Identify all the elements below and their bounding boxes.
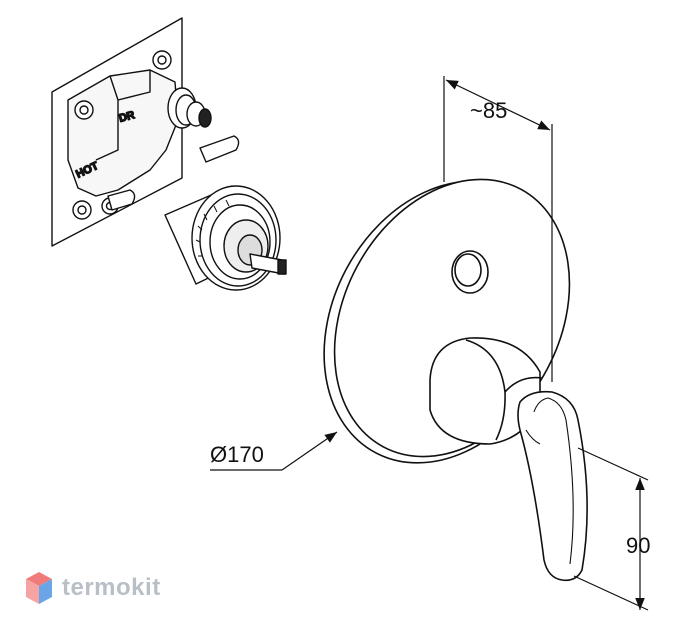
outlet-label: DR [118, 109, 137, 125]
inlet-stub [199, 135, 240, 163]
diameter-leader [281, 431, 338, 471]
depth-dimension-line [445, 79, 551, 131]
cartridge [164, 185, 287, 291]
mounting-screws [72, 50, 172, 220]
dimension-diameter [210, 431, 338, 471]
valve-housing [67, 69, 179, 197]
diameter-label: Ø170 [210, 442, 264, 467]
outlet-connector [167, 87, 212, 129]
diverter-button [451, 250, 489, 294]
depth-label: ~85 [470, 98, 507, 123]
cube-logo-icon [26, 572, 52, 604]
lever-hub [429, 337, 543, 445]
watermark: termokit [24, 570, 161, 606]
concealed-valve-body: DR HOT [51, 17, 287, 291]
lever-handle [517, 390, 588, 582]
dimension-height [573, 447, 649, 611]
escutcheon-assembly [323, 178, 588, 582]
watermark-text: termokit [62, 574, 161, 601]
height-label: 90 [626, 533, 650, 558]
dimension-depth [443, 76, 553, 382]
